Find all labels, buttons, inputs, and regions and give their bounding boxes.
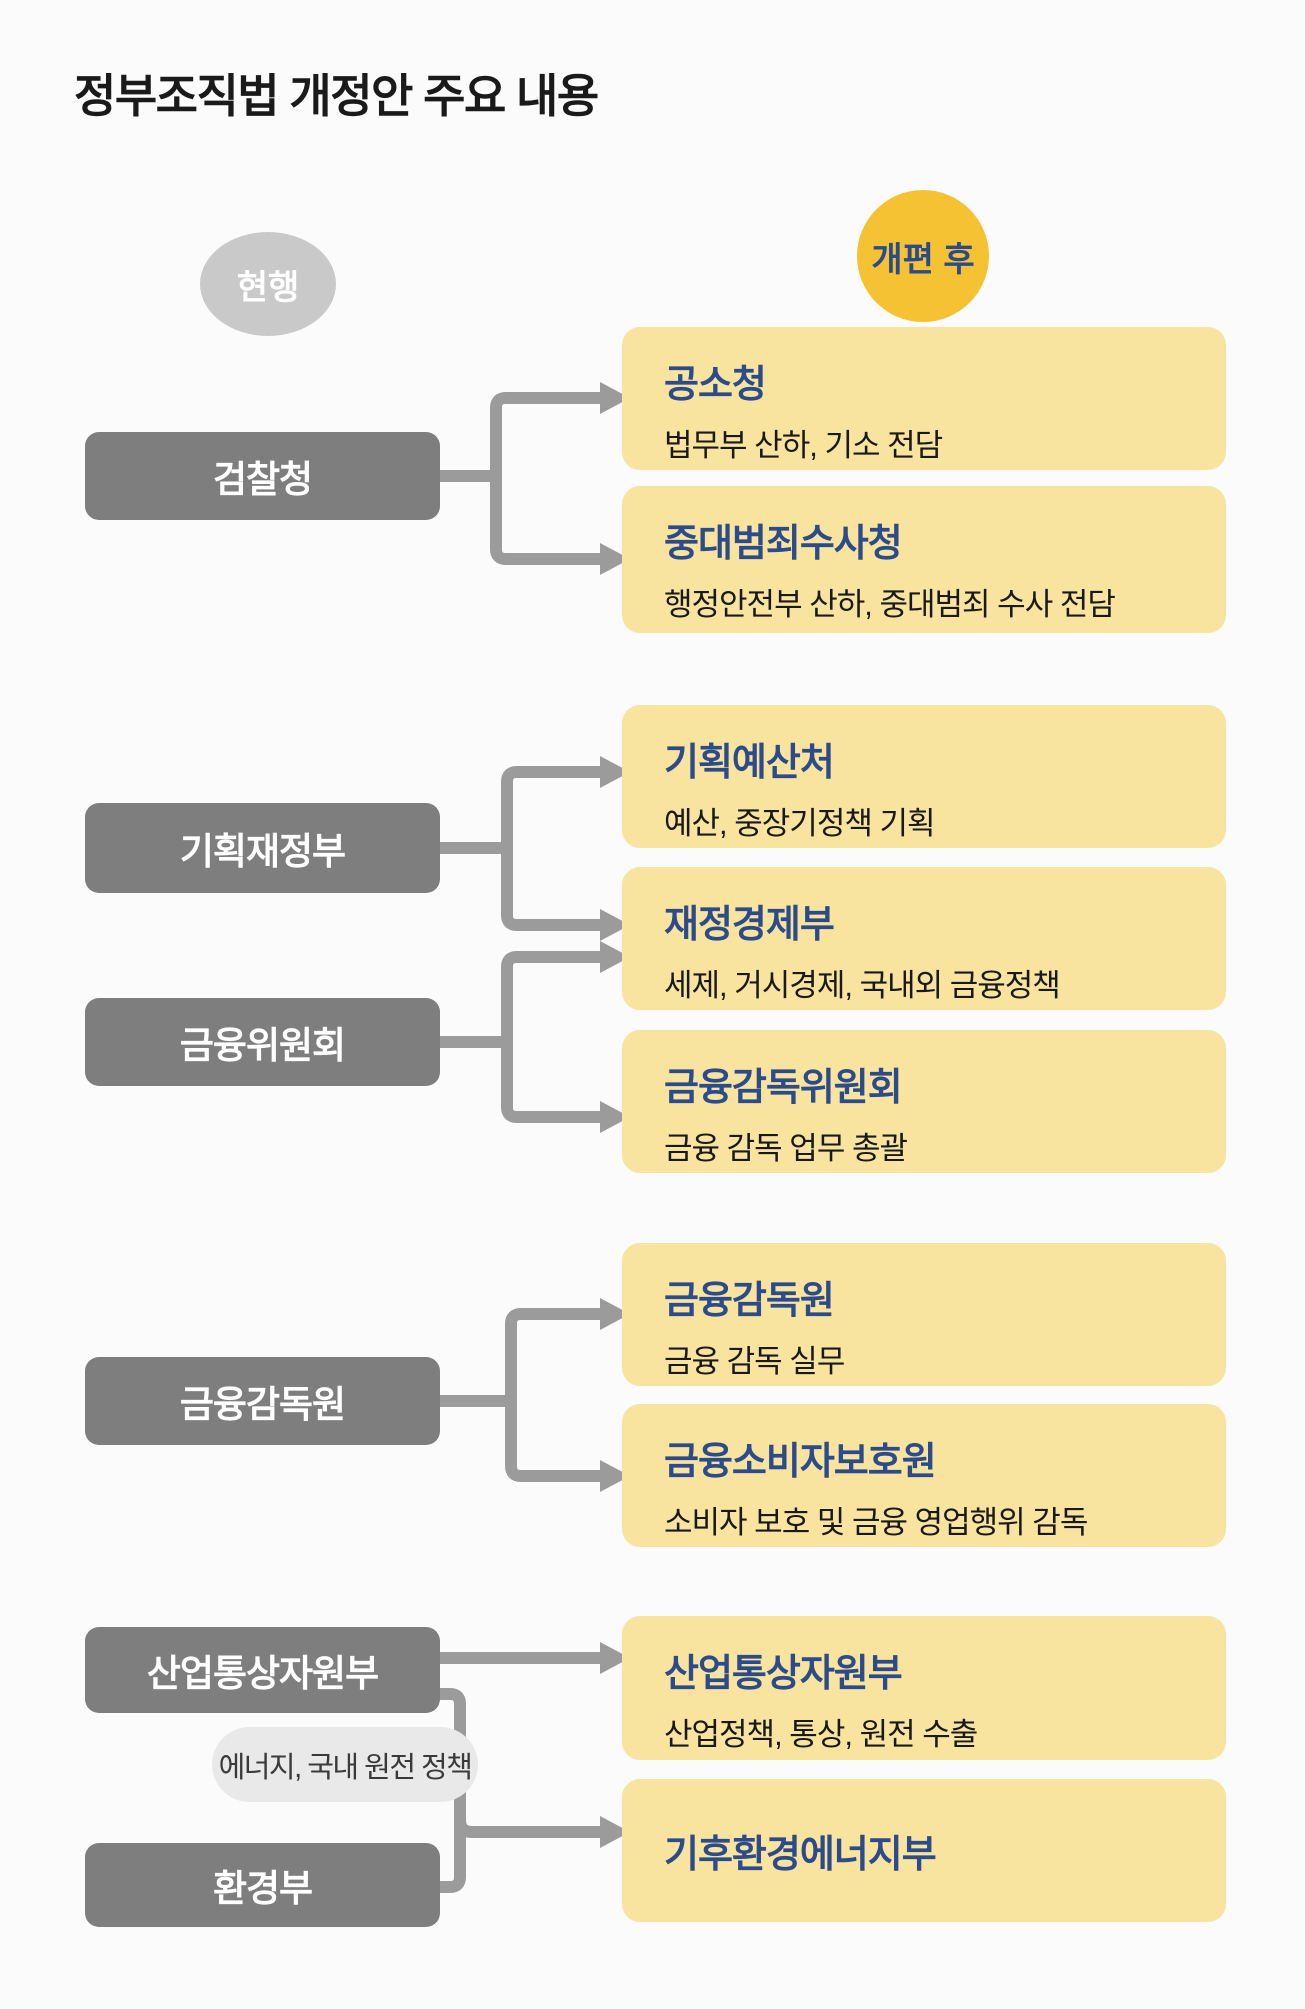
arrowhead-icon: [600, 382, 630, 414]
connector-line: [490, 392, 602, 565]
org-new-title: 기후환경에너지부: [664, 1834, 937, 1876]
org-current-geumyunggamdokwon: 금융감독원: [85, 1357, 440, 1445]
org-new-title: 공소청: [664, 364, 767, 406]
arrowhead-icon: [600, 941, 630, 973]
legend-after-badge: 개편 후: [857, 190, 989, 322]
org-new-geumyunggamdokwiwonhoe: 금융감독위원회 금융 감독 업무 총괄: [622, 1030, 1226, 1173]
org-new-desc: 법무부 산하, 기소 전담: [664, 428, 943, 463]
org-new-geumyunggamdokwon: 금융감독원 금융 감독 실무: [622, 1243, 1226, 1386]
connector-line: [505, 1308, 602, 1482]
connector-line: [454, 1819, 602, 1838]
org-new-gihuhwangyeongeneojibu: 기후환경에너지부: [622, 1779, 1226, 1922]
org-new-desc: 금융 감독 실무: [664, 1344, 845, 1379]
org-current-saneoptongsangjawonbu: 산업통상자원부: [85, 1627, 440, 1713]
org-new-desc: 금융 감독 업무 총괄: [664, 1131, 908, 1166]
org-new-desc: 행정안전부 산하, 중대범죄 수사 전담: [664, 587, 1116, 622]
arrowhead-icon: [600, 1298, 630, 1330]
arrowhead-icon: [600, 543, 630, 575]
org-new-desc: 예산, 중장기정책 기획: [664, 806, 936, 841]
org-new-title: 금융감독위원회: [664, 1067, 903, 1109]
arrowhead-icon: [600, 1642, 630, 1674]
org-new-saneoptongsangjawonbu: 산업통상자원부 산업정책, 통상, 원전 수출: [622, 1616, 1226, 1760]
connector-line: [501, 951, 602, 1123]
org-new-title: 금융소비자보호원: [664, 1441, 937, 1483]
org-new-desc: 소비자 보호 및 금융 영업행위 감독: [664, 1505, 1088, 1540]
org-new-gihoekyesancheo: 기획예산처 예산, 중장기정책 기획: [622, 705, 1226, 848]
org-new-title: 금융감독원: [664, 1280, 835, 1322]
connector-line: [501, 766, 602, 931]
org-current-geomchalcheong: 검찰청: [85, 432, 440, 520]
org-new-title: 중대범죄수사청: [664, 523, 903, 565]
page-title: 정부조직법 개정안 주요 내용: [74, 70, 599, 122]
org-new-desc: 산업정책, 통상, 원전 수출: [664, 1717, 978, 1752]
org-new-geumyungsobijabohowon: 금융소비자보호원 소비자 보호 및 금융 영업행위 감독: [622, 1404, 1226, 1547]
arrowhead-icon: [600, 1460, 630, 1492]
arrowhead-icon: [600, 756, 630, 788]
note-bubble: 에너지, 국내 원전 정책: [212, 1727, 478, 1802]
legend-current-badge: 현행: [200, 232, 336, 336]
arrowhead-icon: [600, 1816, 630, 1848]
org-new-jaejeonggyeongjebu: 재정경제부 세제, 거시경제, 국내외 금융정책: [622, 867, 1226, 1010]
org-current-gihoekjaejeongbu: 기획재정부: [85, 803, 440, 893]
org-new-title: 재정경제부: [664, 904, 835, 946]
org-new-desc: 세제, 거시경제, 국내외 금융정책: [664, 968, 1061, 1003]
arrowhead-icon: [600, 909, 630, 941]
org-new-jungdaebeomjoesusacheong: 중대범죄수사청 행정안전부 산하, 중대범죄 수사 전담: [622, 486, 1226, 633]
org-new-title: 산업통상자원부: [664, 1653, 903, 1695]
org-new-title: 기획예산처: [664, 742, 835, 784]
org-current-hwangyeongbu: 환경부: [85, 1843, 440, 1927]
org-current-geumyungwiwonhoe: 금융위원회: [85, 998, 440, 1086]
org-new-gongsocheong: 공소청 법무부 산하, 기소 전담: [622, 327, 1226, 470]
arrowhead-icon: [600, 1101, 630, 1133]
